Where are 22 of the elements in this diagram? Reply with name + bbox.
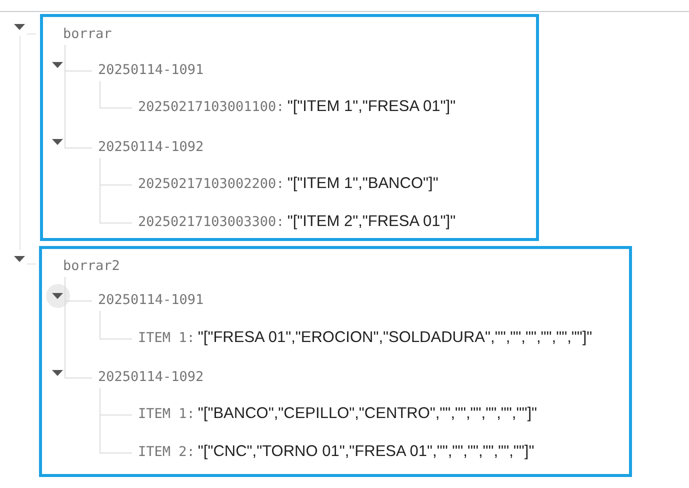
node-value: "["ITEM 1","FRESA 01"]": [287, 98, 456, 115]
node-key: ITEM 2:: [138, 444, 195, 460]
tree-connector-line: [100, 80, 132, 108]
node-value: "["ITEM 2","FRESA 01"]": [287, 213, 456, 230]
node-key: 20250114-1092: [98, 138, 204, 156]
node-key: borrar2: [63, 257, 120, 275]
node-key: ITEM 1:: [138, 330, 195, 346]
node-key: 20250217103001100:: [138, 99, 284, 115]
node-value: "["FRESA 01","EROCION","SOLDADURA","","","","","",""]": [198, 329, 592, 346]
node-key: 20250114-1091: [98, 61, 204, 79]
node-key: 20250114-1091: [98, 291, 204, 309]
node-key: 20250217103003300:: [138, 214, 284, 230]
node-key: borrar: [63, 25, 112, 43]
node-value: "["BANCO","CEPILLO","CENTRO","","","","","",""]": [198, 405, 538, 422]
node-key: 20250217103002200:: [138, 176, 284, 192]
highlight-box: [39, 246, 632, 477]
node-value: "["CNC","TORNO 01","FRESA 01","","","","","",""]": [198, 443, 534, 460]
node-value: "["ITEM 1","BANCO"]": [287, 175, 438, 192]
node-key: ITEM 1:: [138, 406, 195, 422]
node-key: 20250114-1092: [98, 368, 204, 386]
tree-connector-line: [100, 310, 132, 340]
highlight-box: [40, 14, 539, 241]
